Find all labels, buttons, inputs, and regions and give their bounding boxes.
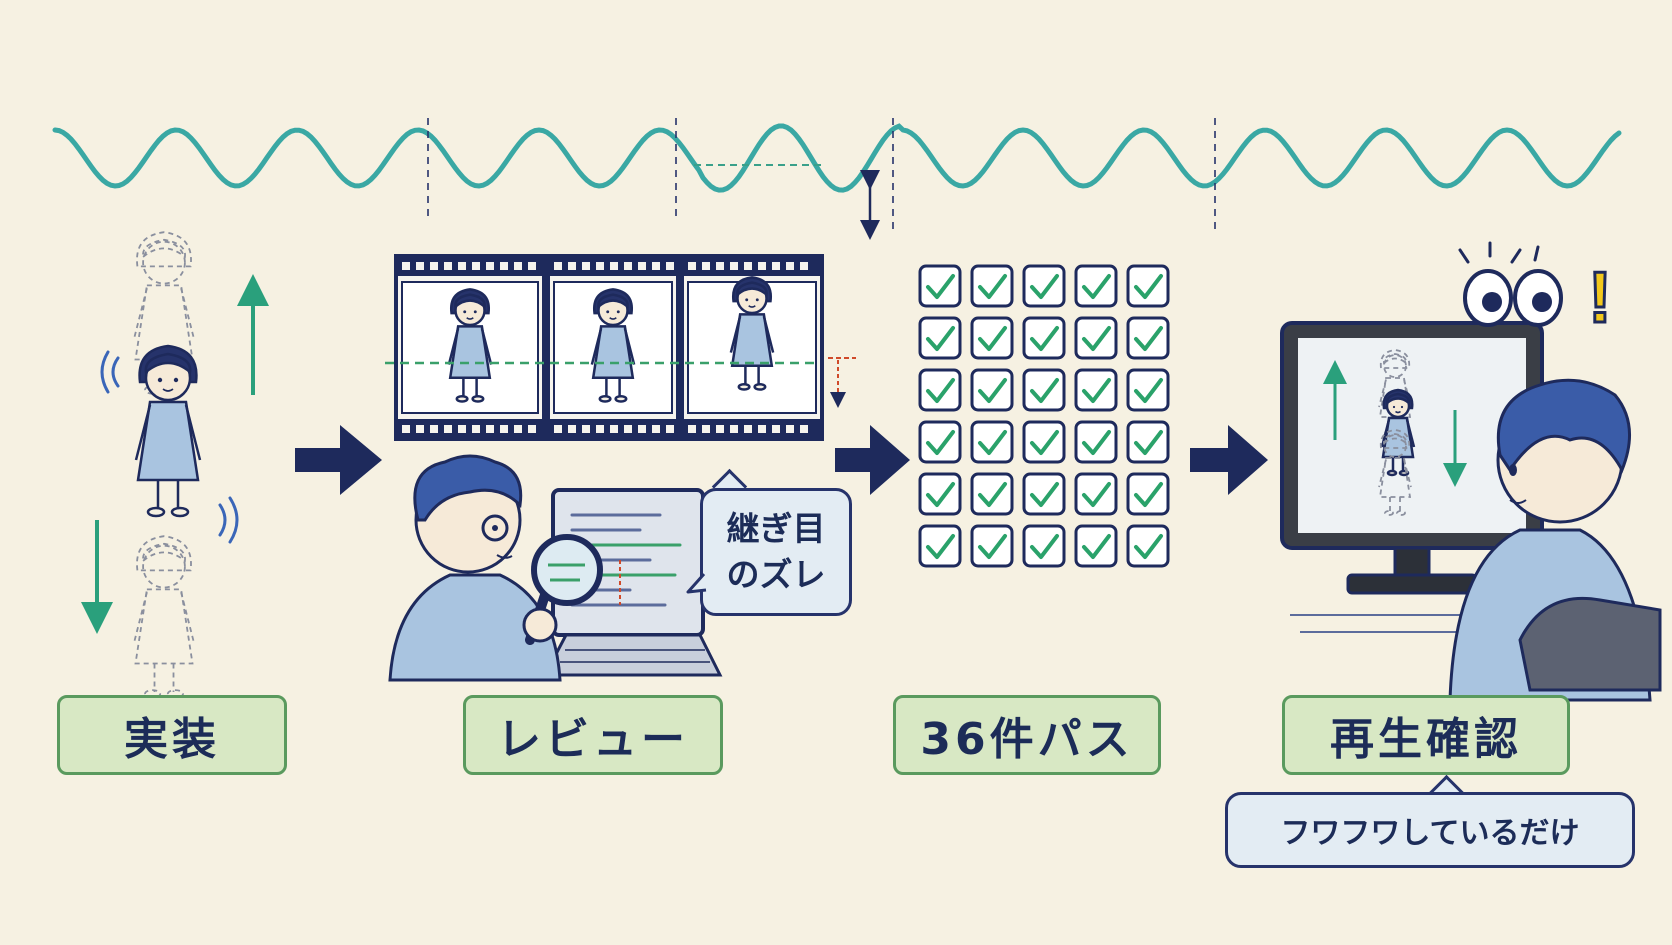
check-box-icon <box>1074 472 1118 516</box>
check-box-icon <box>1126 472 1170 516</box>
check-box-icon <box>1022 368 1066 412</box>
check-box-icon <box>1074 368 1118 412</box>
check-box-icon <box>1126 524 1170 568</box>
check-box-icon <box>970 264 1014 308</box>
seam-bubble-line-1: 継ぎ目 <box>726 509 826 548</box>
check-box-icon <box>1074 420 1118 464</box>
check-box-icon <box>1022 524 1066 568</box>
check-box-icon <box>970 316 1014 360</box>
wave-section-dividers <box>427 118 1216 232</box>
ghost-figure-bottom <box>132 535 196 699</box>
flow-arrow-2 <box>835 425 910 495</box>
check-box-icon <box>1022 264 1066 308</box>
svg-text:!: ! <box>1588 258 1612 338</box>
label-playback: 再生確認 <box>1282 695 1570 775</box>
check-box-icon <box>970 420 1014 464</box>
bobbing-wave <box>52 123 1622 193</box>
check-box-icon <box>918 368 962 412</box>
check-box-icon <box>1126 264 1170 308</box>
film-frame-3 <box>680 254 824 441</box>
fuwafuwa-bubble-text: フワフワしているだけ <box>1280 816 1580 851</box>
check-box-icon <box>1126 316 1170 360</box>
label-playback-text: 再生確認 <box>1330 714 1522 765</box>
flow-arrow-3 <box>1190 425 1268 495</box>
review-monitor <box>542 488 723 677</box>
magnifier-icon <box>522 534 603 645</box>
film-frame-2 <box>546 254 680 441</box>
check-box-icon <box>1022 316 1066 360</box>
reviewer-person <box>388 454 562 682</box>
film-frame-1 <box>394 254 546 441</box>
check-box-icon <box>1126 368 1170 412</box>
surprised-eyes-icon <box>1458 241 1563 327</box>
label-implement-text: 実装 <box>124 714 220 765</box>
check-grid <box>918 264 1170 568</box>
exclamation-icon: ! <box>1587 257 1614 340</box>
check-box-icon <box>918 264 962 308</box>
film-strip <box>394 254 824 441</box>
fuwafuwa-bubble: フワフワしているだけ <box>1225 792 1635 868</box>
label-pass: 36件パス <box>893 695 1161 775</box>
label-review-text: レビュー <box>497 714 689 765</box>
label-review: レビュー <box>463 695 723 775</box>
label-pass-text: 36件パス <box>920 714 1134 765</box>
check-box-icon <box>1022 420 1066 464</box>
label-implement: 実装 <box>57 695 287 775</box>
viewer-person <box>1448 378 1662 702</box>
seam-bubble-line-2: のズレ <box>726 555 826 594</box>
check-box-icon <box>1022 472 1066 516</box>
check-box-icon <box>918 316 962 360</box>
check-box-icon <box>970 472 1014 516</box>
girl-figure <box>134 344 202 518</box>
seam-bubble-pointer <box>686 573 707 594</box>
check-box-icon <box>1126 420 1170 464</box>
seam-bubble: 継ぎ目 のズレ <box>700 488 852 616</box>
check-box-icon <box>1074 316 1118 360</box>
screen-girl-figure <box>1378 349 1416 516</box>
check-box-icon <box>918 472 962 516</box>
flow-arrow-1 <box>295 425 382 495</box>
motion-lines-icon <box>100 350 239 544</box>
check-box-icon <box>970 524 1014 568</box>
check-box-icon <box>1074 264 1118 308</box>
check-box-icon <box>918 420 962 464</box>
check-box-icon <box>918 524 962 568</box>
check-box-icon <box>1074 524 1118 568</box>
check-box-icon <box>970 368 1014 412</box>
